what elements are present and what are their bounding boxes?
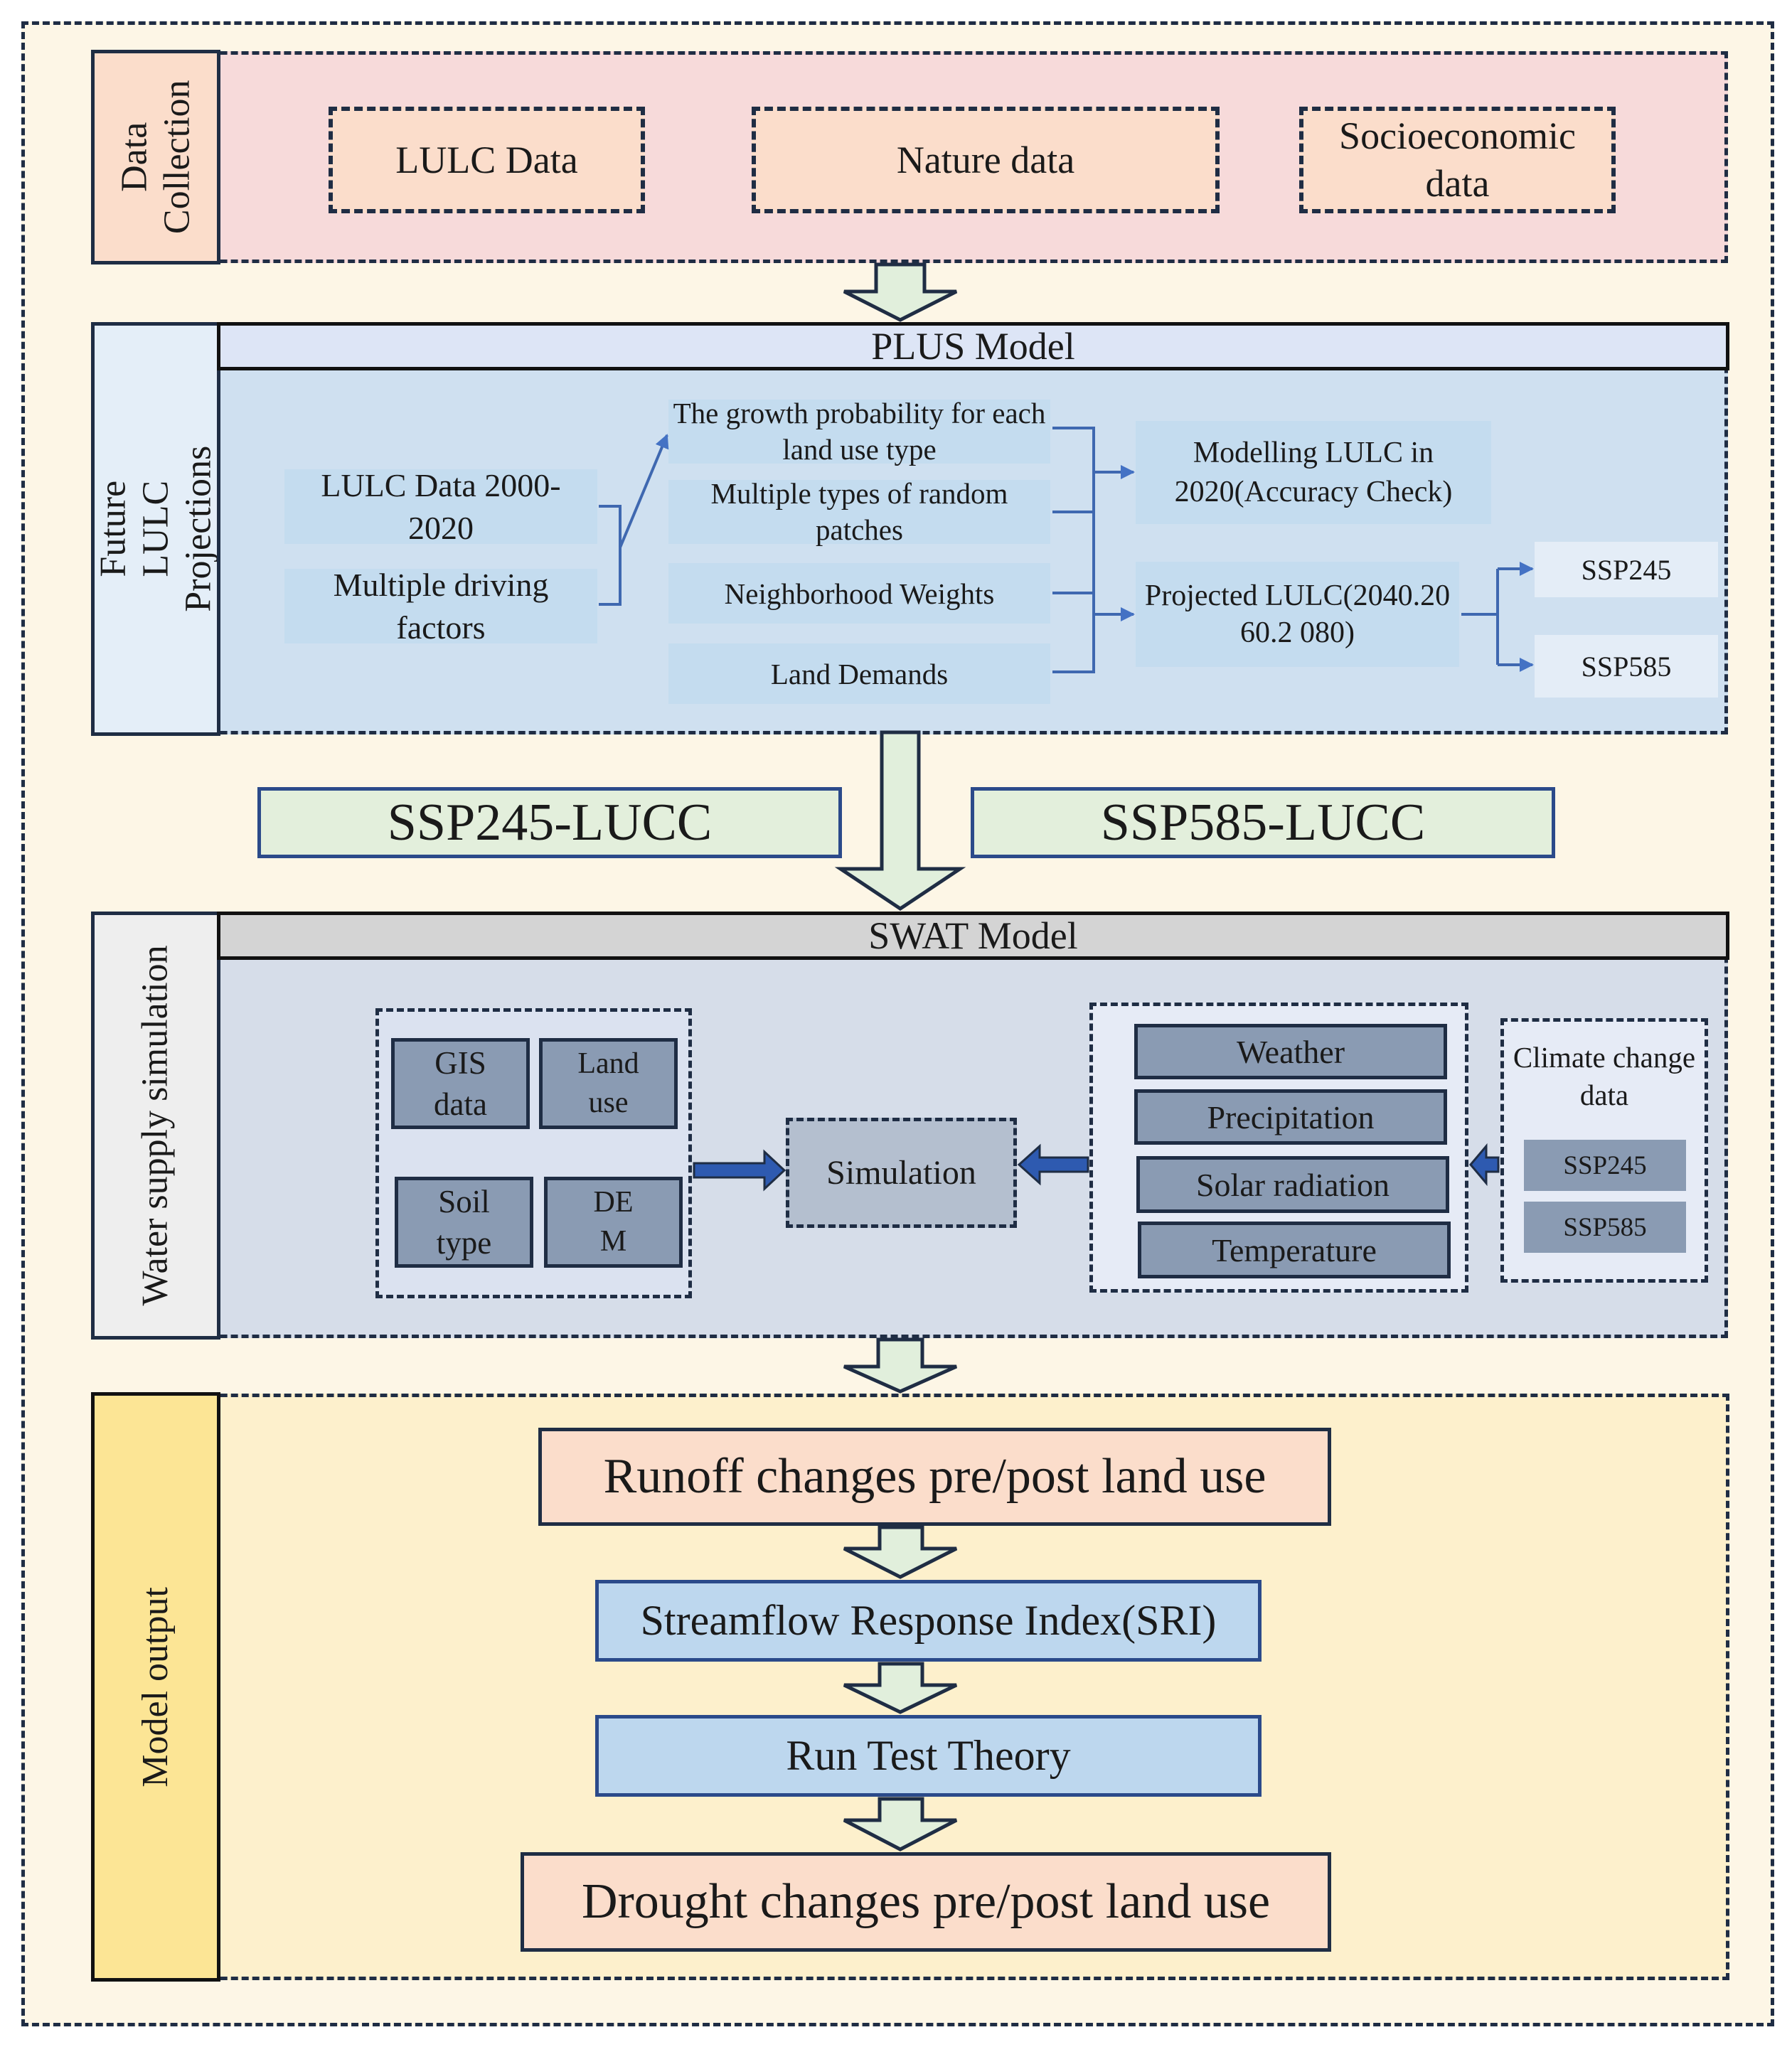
soil-type-box: Soil type <box>395 1177 533 1268</box>
water-supply-label: Water supply simulation <box>135 945 176 1306</box>
neighborhood-weights-box: Neighborhood Weights <box>668 563 1050 624</box>
precipitation-label: Precipitation <box>1207 1099 1375 1135</box>
lulc-projections-label-box: Future LULC Projections <box>91 322 220 736</box>
projected-lulc-box: Projected LULC(2040.2060.2 080) <box>1136 562 1459 667</box>
gis-data-box: GIS data <box>391 1038 530 1129</box>
lulc-data-input-label: LULC Data 2000-2020 <box>321 466 561 546</box>
data-collection-label-box: Data Collection <box>91 50 220 264</box>
solar-radiation-label: Solar radiation <box>1195 1166 1390 1203</box>
ssp245-lucc-label: SSP245-LUCC <box>387 793 713 852</box>
model-output-label-box: Model output <box>91 1392 220 1982</box>
driving-factors-box: Multiple driving factors <box>284 567 597 646</box>
climate-ssp245-label: SSP245 <box>1563 1150 1647 1180</box>
land-use-label: Land use <box>577 1047 639 1119</box>
growth-probability-box: The growth probability for each land use… <box>668 397 1050 466</box>
random-patches-label: Multiple types of random patches <box>710 476 1008 546</box>
gis-data-label: GIS data <box>434 1044 487 1123</box>
lulc-data-box: LULC Data <box>329 107 645 213</box>
swat-model-header: SWAT Model <box>217 912 1729 960</box>
random-patches-box: Multiple types of random patches <box>668 477 1050 546</box>
soil-type-label: Soil type <box>436 1183 492 1261</box>
climate-ssp585-box: SSP585 <box>1524 1202 1686 1253</box>
sri-label: Streamflow Response Index(SRI) <box>640 1597 1217 1644</box>
runoff-changes-box: Runoff changes pre/post land use <box>538 1428 1331 1526</box>
simulation-label: Simulation <box>826 1154 976 1192</box>
runoff-changes-label: Runoff changes pre/post land use <box>603 1449 1266 1504</box>
socioeconomic-data-box: Socioeconomic data <box>1299 107 1616 213</box>
run-test-box: Run Test Theory <box>595 1715 1262 1797</box>
growth-probability-label: The growth probability for each land use… <box>673 396 1046 466</box>
weather-box: Weather <box>1134 1024 1447 1079</box>
modelling-lulc-box: Modelling LULC in 2020(Accuracy Check) <box>1136 421 1491 524</box>
dem-box: DE M <box>544 1177 683 1268</box>
data-collection-label: Data Collection <box>114 80 197 235</box>
climate-change-title-box: Climate change data <box>1504 1037 1705 1116</box>
ssp245-projection-label: SSP245 <box>1581 553 1672 586</box>
drought-changes-box: Drought changes pre/post land use <box>521 1852 1331 1952</box>
weather-label: Weather <box>1236 1033 1345 1070</box>
ssp585-projection-label: SSP585 <box>1581 650 1672 683</box>
nature-data-box: Nature data <box>752 107 1220 213</box>
neighborhood-weights-label: Neighborhood Weights <box>724 577 995 610</box>
modelling-lulc-label: Modelling LULC in 2020(Accuracy Check) <box>1174 436 1453 508</box>
land-use-box: Land use <box>539 1038 678 1129</box>
lulc-data-label: LULC Data <box>395 139 578 181</box>
socioeconomic-data-label: Socioeconomic data <box>1339 114 1576 205</box>
sri-box: Streamflow Response Index(SRI) <box>595 1580 1262 1662</box>
plus-model-title: PLUS Model <box>871 325 1075 368</box>
ssp245-lucc-box: SSP245-LUCC <box>257 787 842 858</box>
lulc-data-input-box: LULC Data 2000-2020 <box>284 467 597 546</box>
ssp585-lucc-label: SSP585-LUCC <box>1100 793 1426 852</box>
ssp585-lucc-box: SSP585-LUCC <box>971 787 1555 858</box>
precipitation-box: Precipitation <box>1134 1089 1447 1145</box>
ssp585-projection-box: SSP585 <box>1535 635 1718 698</box>
temperature-label: Temperature <box>1212 1231 1377 1268</box>
drought-changes-label: Drought changes pre/post land use <box>581 1874 1271 1929</box>
model-output-label: Model output <box>135 1586 176 1787</box>
plus-model-header: PLUS Model <box>217 322 1729 370</box>
temperature-box: Temperature <box>1138 1222 1451 1278</box>
swat-model-title: SWAT Model <box>868 914 1078 957</box>
simulation-box: Simulation <box>786 1118 1017 1228</box>
land-demands-label: Land Demands <box>770 657 949 690</box>
solar-radiation-box: Solar radiation <box>1136 1156 1449 1213</box>
ssp245-projection-box: SSP245 <box>1535 542 1718 597</box>
climate-ssp585-label: SSP585 <box>1563 1212 1647 1242</box>
run-test-label: Run Test Theory <box>786 1732 1071 1779</box>
driving-factors-label: Multiple driving factors <box>333 566 549 646</box>
projected-lulc-label: Projected LULC(2040.2060.2 080) <box>1144 579 1451 650</box>
climate-change-title: Climate change data <box>1513 1040 1696 1111</box>
dem-label: DE M <box>593 1186 634 1258</box>
water-supply-label-box: Water supply simulation <box>91 912 220 1340</box>
climate-ssp245-box: SSP245 <box>1524 1140 1686 1191</box>
land-demands-box: Land Demands <box>668 643 1050 704</box>
lulc-projections-label: Future LULC Projections <box>92 446 218 612</box>
nature-data-label: Nature data <box>896 139 1075 181</box>
